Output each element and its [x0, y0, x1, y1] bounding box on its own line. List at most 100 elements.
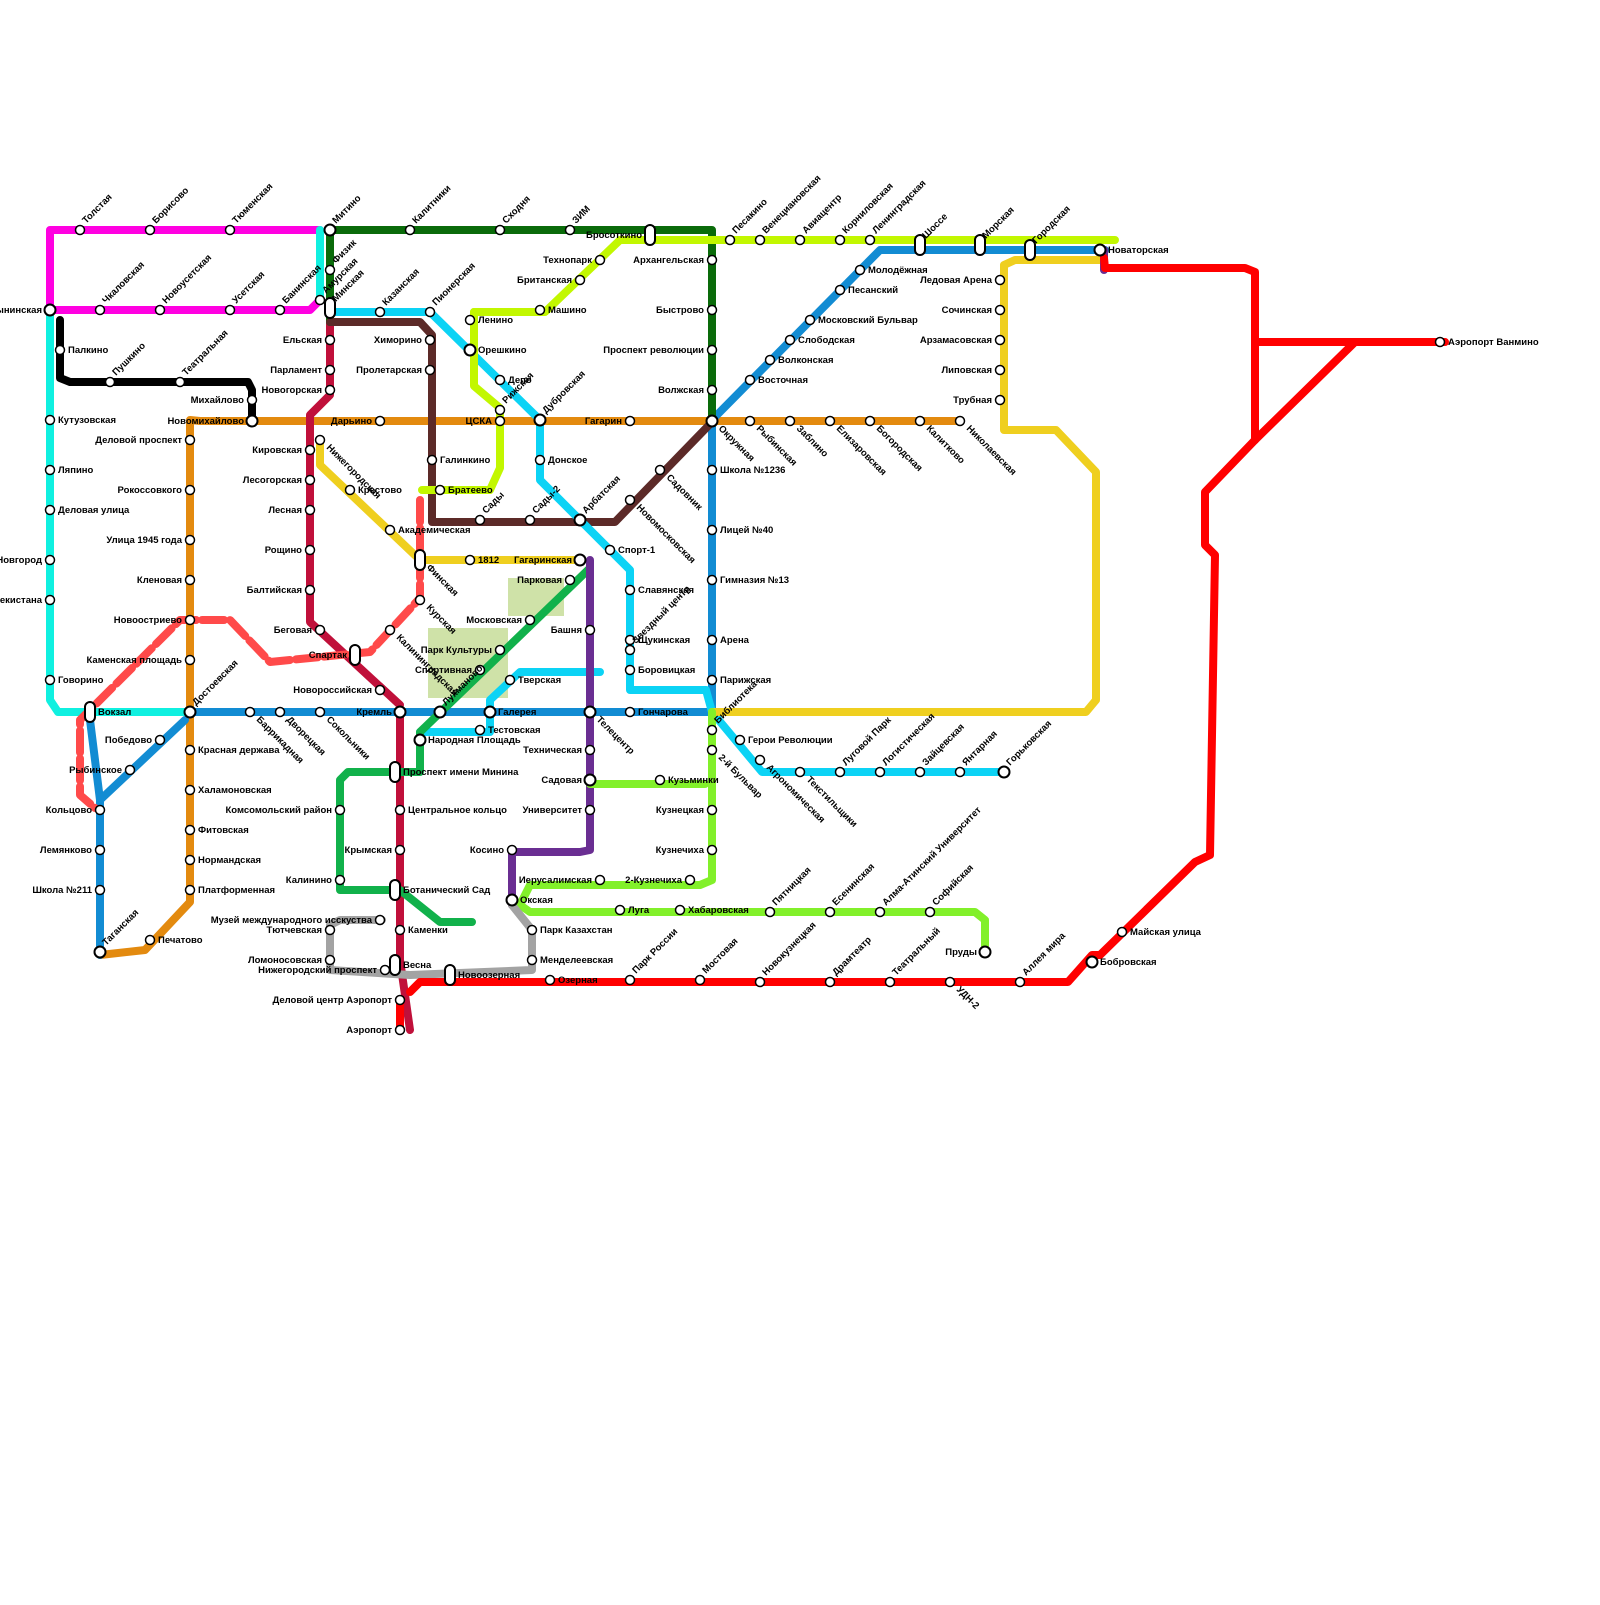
transfer-достоевская[interactable] [183, 705, 197, 719]
station-мостовая[interactable] [694, 974, 706, 986]
station-михайлово[interactable] [246, 394, 258, 406]
transfer-весна[interactable] [389, 954, 401, 976]
station-халамоновская[interactable] [184, 784, 196, 796]
station-парламент[interactable] [324, 364, 336, 376]
station-курская[interactable] [414, 594, 426, 606]
station-богородская[interactable] [864, 415, 876, 427]
station-химорино[interactable] [424, 334, 436, 346]
transfer-городская[interactable] [1024, 239, 1036, 261]
station-нижегородская[interactable] [314, 434, 326, 446]
station-парковая[interactable] [564, 574, 576, 586]
station-садовник[interactable] [654, 464, 666, 476]
station-боровицкая[interactable] [624, 664, 636, 676]
station-британская[interactable] [574, 274, 586, 286]
station-школа-211[interactable] [94, 884, 106, 896]
transfer-бросоткино[interactable] [644, 224, 656, 246]
station-депо[interactable] [494, 374, 506, 386]
station-майская-улица[interactable] [1116, 926, 1128, 938]
station-песанский[interactable] [834, 284, 846, 296]
transfer-новоозерная[interactable] [444, 964, 456, 986]
station-новоостриево[interactable] [184, 614, 196, 626]
station-рокоссовкого[interactable] [184, 484, 196, 496]
transfer-шоссе[interactable] [914, 234, 926, 256]
station-трубная[interactable] [994, 394, 1006, 406]
station-гимназия-13[interactable] [706, 574, 718, 586]
station-удн-2[interactable] [944, 976, 956, 988]
station-елизаровская[interactable] [824, 415, 836, 427]
station-пушкино[interactable] [104, 376, 116, 388]
transfer-новомихайлово[interactable] [245, 414, 259, 428]
station-лесная[interactable] [304, 504, 316, 516]
station-тверская[interactable] [504, 674, 516, 686]
station-рощино[interactable] [304, 544, 316, 556]
station-спорт-1[interactable] [604, 544, 616, 556]
station-пролетарская[interactable] [424, 364, 436, 376]
transfer-проспект-имени-минина[interactable] [389, 761, 401, 783]
station-московский-бульвар[interactable] [804, 314, 816, 326]
transfer-лухманово[interactable] [433, 705, 447, 719]
station-парк-культуры[interactable] [494, 644, 506, 656]
station-николаевская[interactable] [954, 415, 966, 427]
station-1812[interactable] [464, 554, 476, 566]
station-амурская[interactable] [314, 294, 326, 306]
station-корниловская[interactable] [834, 234, 846, 246]
station-есенинская[interactable] [824, 906, 836, 918]
station-липовская[interactable] [994, 364, 1006, 376]
station-гончарова[interactable] [624, 706, 636, 718]
transfer-бобровская[interactable] [1085, 955, 1099, 969]
station-текстильщики[interactable] [794, 766, 806, 778]
station-каменки[interactable] [394, 924, 406, 936]
station-донское[interactable] [534, 454, 546, 466]
station-восточная[interactable] [744, 374, 756, 386]
station-братеево[interactable] [434, 484, 446, 496]
station-алма-атинский-университет[interactable] [874, 906, 886, 918]
station-рижская[interactable] [494, 404, 506, 416]
station-беговая[interactable] [314, 624, 326, 636]
transfer-спартак[interactable] [349, 644, 361, 666]
station-нижний-новгород[interactable] [44, 554, 56, 566]
station-лицей-40[interactable] [706, 524, 718, 536]
transfer-народная-площадь[interactable] [413, 733, 427, 747]
station-сходня[interactable] [494, 224, 506, 236]
station-янтарная[interactable] [954, 766, 966, 778]
station-молодёжная[interactable] [854, 264, 866, 276]
station-логистическая[interactable] [874, 766, 886, 778]
station-красная-держава[interactable] [184, 744, 196, 756]
station-сочинская[interactable] [994, 304, 1006, 316]
station-рыбинское[interactable] [124, 764, 136, 776]
station-лемянково[interactable] [94, 844, 106, 856]
station-хабаровская[interactable] [674, 904, 686, 916]
station-деловая-улица[interactable] [44, 504, 56, 516]
station-новогорская[interactable] [324, 384, 336, 396]
station-борисово[interactable] [144, 224, 156, 236]
station-ледовая-арена[interactable] [994, 274, 1006, 286]
station-крестово[interactable] [344, 484, 356, 496]
station-калининградская[interactable] [384, 624, 396, 636]
station-печатово[interactable] [144, 934, 156, 946]
station-академическая[interactable] [384, 524, 396, 536]
station-деловой-центр-аэропорт[interactable] [394, 994, 406, 1006]
station-галинкино[interactable] [426, 454, 438, 466]
station-калинино[interactable] [334, 874, 346, 886]
station-луга[interactable] [614, 904, 626, 916]
station-театральный[interactable] [884, 976, 896, 988]
station-архангельская[interactable] [706, 254, 718, 266]
station-иерусалимская[interactable] [594, 874, 606, 886]
station-новомосковская[interactable] [624, 494, 636, 506]
station-московская[interactable] [524, 614, 536, 626]
station-менделеевская[interactable] [526, 954, 538, 966]
station-кутузовская[interactable] [44, 414, 56, 426]
station-цска[interactable] [494, 415, 506, 427]
station-пионерская[interactable] [424, 306, 436, 318]
station-банинская[interactable] [274, 304, 286, 316]
station-софийская[interactable] [924, 906, 936, 918]
station-фитовская[interactable] [184, 824, 196, 836]
station-кленовая[interactable] [184, 574, 196, 586]
station-говорино[interactable] [44, 674, 56, 686]
station-чкаловская[interactable] [94, 304, 106, 316]
station-калитники[interactable] [404, 224, 416, 236]
station-герои-революции[interactable] [734, 734, 746, 746]
station-венециановская[interactable] [754, 234, 766, 246]
station-библиотека[interactable] [706, 724, 718, 736]
station-дарьино[interactable] [374, 415, 386, 427]
